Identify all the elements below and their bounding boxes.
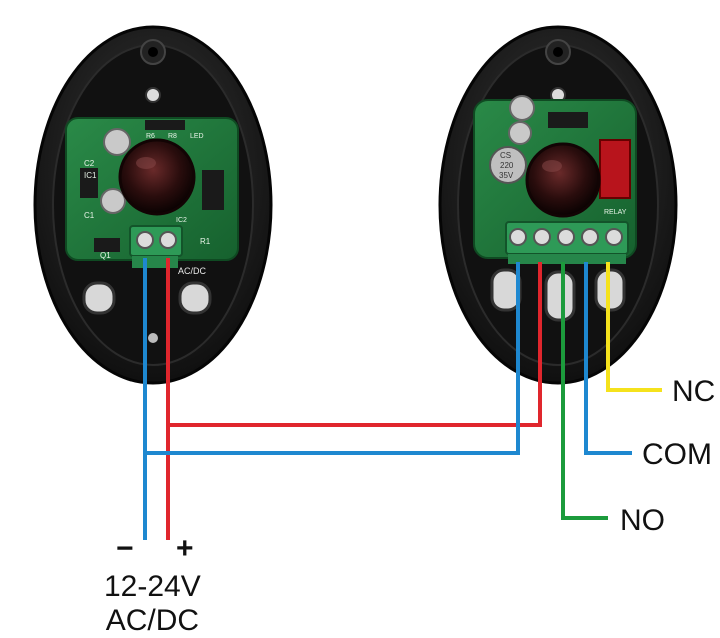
transmitter-board-mark: R1 [200, 237, 211, 246]
transmitter-capacitor [103, 128, 131, 156]
receiver-board-mark: RELAY [604, 209, 627, 216]
transmitter-device: C2 IC1 C1 Q1 R6 R8 LED R1 IC2 AC/DC [33, 25, 273, 385]
wire-green-no [561, 262, 608, 520]
receiver-board-mark: 220 [500, 161, 514, 170]
com-terminal-label: COM [642, 438, 712, 471]
wire-red-power-positive [166, 258, 542, 427]
no-terminal-label: NO [620, 504, 665, 537]
transmitter-terminal-screw [136, 231, 154, 249]
receiver-device: CS 220 35V RELAY [438, 25, 678, 385]
transmitter-capacitor [100, 188, 126, 214]
transmitter-board-mark: C1 [84, 211, 95, 220]
receiver-terminal-screw [509, 228, 527, 246]
receiver-terminal-screw [557, 228, 575, 246]
transmitter-bottom-slot-left [82, 281, 116, 315]
receiver-terminal-screw [605, 228, 623, 246]
transmitter-bottom-slot-right [178, 281, 212, 315]
transmitter-board-mark: R8 [168, 133, 177, 140]
receiver-relay [599, 139, 631, 199]
transmitter-board-mark: R6 [146, 133, 155, 140]
transmitter-ir-lens [118, 138, 196, 216]
transmitter-board-mark: LED [190, 133, 204, 140]
wires [143, 258, 662, 540]
receiver-ir-lens [525, 142, 601, 218]
receiver-capacitor-large [489, 146, 527, 184]
supply-voltage-type: AC/DC [105, 604, 200, 637]
transmitter-acdc-mark: AC/DC [178, 266, 207, 276]
receiver-terminal-screw [581, 228, 599, 246]
negative-polarity-label: − [116, 532, 134, 565]
transmitter-board-mark: IC1 [84, 171, 97, 180]
receiver-board-mark: 35V [499, 171, 514, 180]
supply-voltage-label: 12-24V AC/DC [104, 570, 201, 638]
receiver-bottom-slot-left [490, 268, 522, 312]
wire-yellow-nc [606, 262, 662, 392]
transmitter-terminal-screw [159, 231, 177, 249]
wire-blue-power-negative [143, 258, 520, 455]
nc-terminal-label: NC [672, 375, 716, 408]
receiver-terminal-screw [533, 228, 551, 246]
transmitter-board-mark: IC2 [176, 217, 187, 224]
wire-blue-com [584, 262, 632, 455]
transmitter-board-mark: Q1 [100, 251, 111, 260]
positive-polarity-label: + [176, 532, 194, 565]
supply-voltage-range: 12-24V [104, 570, 201, 603]
receiver-board-mark: CS [500, 151, 511, 160]
transmitter-board-mark: C2 [84, 159, 95, 168]
receiver-capacitor [508, 121, 532, 145]
receiver-bottom-slot-middle [544, 270, 576, 322]
receiver-capacitor [509, 95, 535, 121]
